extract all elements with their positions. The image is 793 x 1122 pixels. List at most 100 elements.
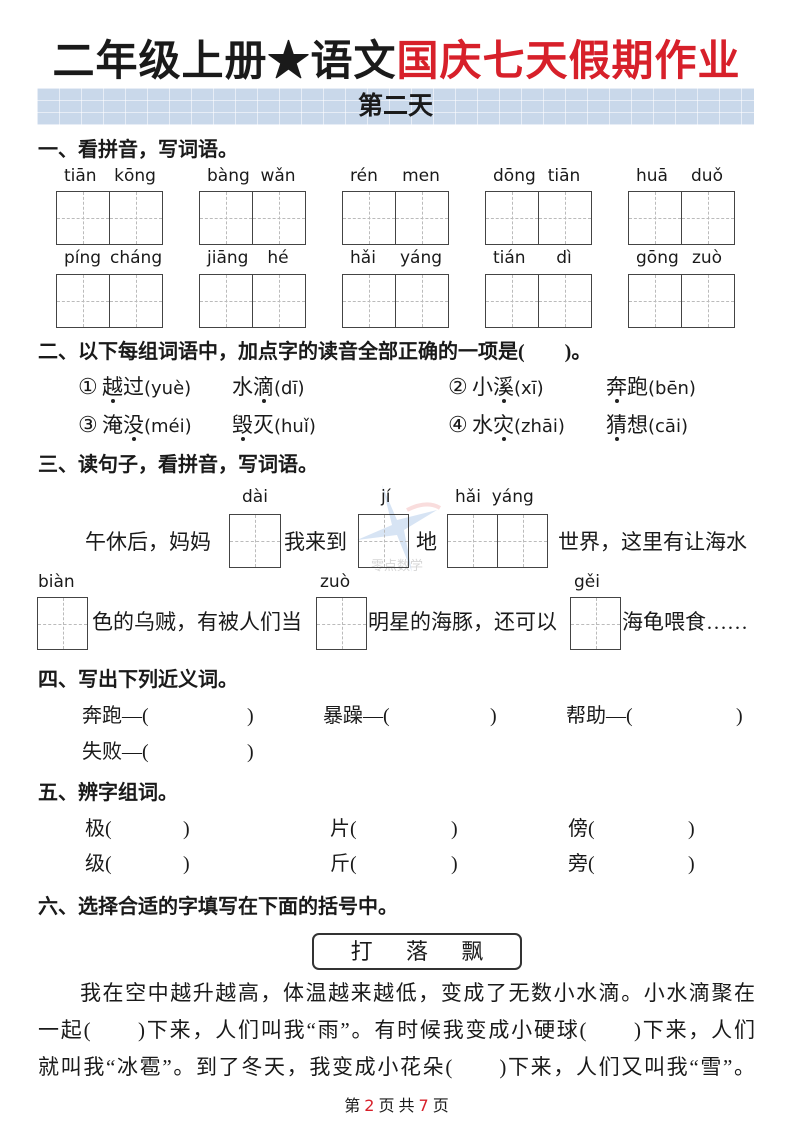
pinyin-syllable: bàng: [207, 166, 250, 186]
option-word: 奔跑(bēn): [606, 374, 696, 402]
synonym-prompt: 暴躁—(: [323, 705, 390, 727]
dotted-char: 猜: [606, 413, 627, 437]
dotted-char: 滴: [253, 375, 274, 399]
answer-box-bian[interactable]: [37, 597, 88, 650]
tianzige-box[interactable]: [395, 274, 449, 328]
footer-label: 页 共: [378, 1098, 415, 1115]
character-prompt: 片(: [330, 818, 357, 840]
pinyin-dai: dài: [242, 487, 268, 507]
word-char: 淹: [102, 413, 123, 437]
option-pinyin: (yuè): [144, 378, 192, 399]
close-paren: ): [451, 818, 458, 840]
close-paren: ): [451, 853, 458, 875]
word-char: 小: [472, 375, 493, 399]
answer-box-hai[interactable]: [447, 514, 498, 568]
synonym-answer-blank[interactable]: [405, 703, 490, 729]
sentence-part-3: 地: [416, 530, 437, 554]
tianzige-box[interactable]: [538, 274, 592, 328]
option-word: 水灾(zhāi): [472, 412, 565, 440]
synonym-answer-blank[interactable]: [164, 703, 247, 729]
answer-box-ji[interactable]: [358, 514, 409, 568]
option-word: 水滴(dī): [232, 374, 304, 402]
option-number[interactable]: ①: [78, 374, 98, 399]
tianzige-box[interactable]: [56, 191, 110, 245]
dotted-char: 毁: [232, 413, 253, 437]
paragraph-line-2: 一起( )下来，人们叫我“雨”。有时候我变成小硬球( )下来，人们: [38, 1018, 755, 1042]
pinyin-syllable: rén: [350, 166, 378, 186]
option-word: 小溪(xī): [472, 374, 544, 402]
tianzige-box[interactable]: [252, 274, 306, 328]
sentence-part-4: 世界，这里有让海水: [558, 530, 747, 554]
character-prompt: 级(: [85, 853, 112, 875]
dotted-char: 灾: [493, 413, 514, 437]
pinyin-gei: gěi: [574, 572, 600, 592]
answer-box-gei[interactable]: [570, 597, 621, 650]
word-char: 水: [232, 375, 253, 399]
paragraph-line-3: 就叫我“冰雹”。到了冬天，我变成小花朵( )下来，人们又叫我“雪”。: [38, 1055, 755, 1079]
tianzige-box[interactable]: [628, 191, 682, 245]
tianzige-box[interactable]: [628, 274, 682, 328]
dotted-char: 越: [102, 375, 123, 399]
tianzige-box[interactable]: [538, 191, 592, 245]
pinyin-syllable: dōng: [493, 166, 536, 186]
close-paren: ): [183, 853, 190, 875]
pinyin-syllable: yáng: [399, 248, 443, 268]
word-answer-blank[interactable]: [360, 851, 451, 877]
close-paren: ): [247, 741, 254, 763]
tianzige-box[interactable]: [485, 191, 539, 245]
tianzige-box[interactable]: [342, 191, 396, 245]
option-pinyin: (xī): [514, 378, 544, 399]
word-answer-blank[interactable]: [360, 816, 451, 842]
option-number[interactable]: ②: [448, 374, 468, 399]
section1-heading: 一、看拼音，写词语。: [38, 139, 238, 161]
dotted-char: 溪: [493, 375, 514, 399]
option-number[interactable]: ④: [448, 412, 468, 437]
tianzige-box[interactable]: [342, 274, 396, 328]
pinyin-syllable: wǎn: [260, 166, 296, 186]
answer-box-yang[interactable]: [497, 514, 548, 568]
pinyin-syllable: men: [402, 166, 440, 186]
option-word: 淹没(méi): [102, 412, 192, 440]
sentence-part-2: 我来到: [284, 530, 347, 554]
tianzige-box[interactable]: [199, 191, 253, 245]
pinyin-syllable: tiān: [547, 166, 581, 186]
tianzige-box[interactable]: [109, 191, 163, 245]
synonym-answer-blank[interactable]: [164, 739, 247, 765]
pinyin-syllable: píng: [64, 248, 102, 268]
pinyin-bian: biàn: [38, 572, 75, 592]
tianzige-box[interactable]: [681, 274, 735, 328]
synonym-prompt: 帮助—(: [566, 705, 633, 727]
close-paren: ): [688, 818, 695, 840]
close-paren: ): [688, 853, 695, 875]
tianzige-box[interactable]: [109, 274, 163, 328]
current-page: 2: [364, 1096, 375, 1115]
title-red: 国庆七天假期作业: [396, 39, 741, 85]
word-answer-blank[interactable]: [115, 816, 183, 842]
synonym-answer-blank[interactable]: [648, 703, 736, 729]
tianzige-box[interactable]: [199, 274, 253, 328]
pinyin-zuo: zuò: [320, 572, 351, 592]
option-pinyin: (huǐ): [274, 416, 316, 437]
word-answer-blank[interactable]: [115, 851, 183, 877]
pinyin-syllable: hǎi: [350, 248, 376, 268]
tianzige-box[interactable]: [681, 191, 735, 245]
option-number[interactable]: ③: [78, 412, 98, 437]
character-prompt: 极(: [85, 818, 112, 840]
synonym-prompt: 失败—(: [82, 741, 149, 763]
word-char: 想: [627, 413, 648, 437]
sentence-part-1: 午休后，妈妈: [85, 530, 211, 554]
option-word: 毁灭(huǐ): [232, 412, 316, 440]
word-answer-blank[interactable]: [598, 816, 688, 842]
tianzige-box[interactable]: [395, 191, 449, 245]
tianzige-box[interactable]: [252, 191, 306, 245]
title-black: 二年级上册★语文: [52, 39, 397, 85]
answer-box-zuo[interactable]: [316, 597, 367, 650]
tianzige-box[interactable]: [56, 274, 110, 328]
choice-piao: 飘: [461, 939, 484, 964]
pinyin-syllable: duǒ: [691, 166, 723, 186]
footer-label: 第: [344, 1098, 361, 1115]
pinyin-syllable: dì: [556, 248, 572, 268]
tianzige-box[interactable]: [485, 274, 539, 328]
answer-box-dai[interactable]: [229, 514, 281, 568]
word-answer-blank[interactable]: [598, 851, 688, 877]
